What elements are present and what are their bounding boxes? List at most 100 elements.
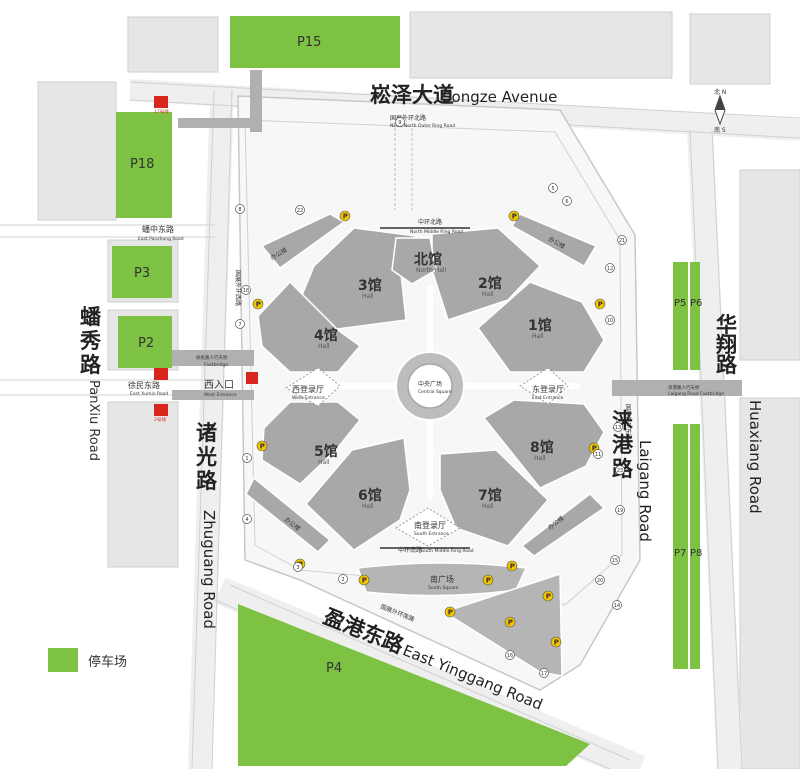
south-square-en: South Square: [428, 585, 459, 591]
svg-text:19: 19: [617, 508, 623, 514]
hall-7-shape: [439, 449, 550, 547]
svg-text:9: 9: [398, 120, 401, 126]
outer-west-cn: 国展外环西路: [234, 270, 242, 306]
laigang-bridge-cn: 涞港路人行天桥: [668, 384, 700, 391]
venue-inner-ring: [244, 119, 623, 606]
parking-marker: P: [550, 636, 562, 648]
zhuguang-road-en: Zhuguang Road: [200, 510, 218, 629]
gate-marker: 10: [605, 315, 615, 325]
inner-north-en: North Middle Ring Road: [410, 229, 463, 235]
parking-marker: P: [542, 590, 554, 602]
zhuguang-road-cn-3: 路: [196, 469, 218, 493]
panxiu-road-label: 蟠 秀 路: [79, 305, 102, 377]
parking-p8-label: P8: [690, 548, 702, 559]
gate-marker: 21: [617, 235, 627, 245]
parking-marker: P: [256, 440, 268, 452]
parking-marker: P: [504, 616, 516, 628]
north-hall-label: 北馆: [414, 251, 442, 268]
parking-p5-label: P5: [674, 298, 686, 309]
hall-8-label: 8馆: [530, 439, 554, 456]
gate-marker: 8: [235, 204, 245, 214]
compass-icon: 北 N 南 S: [714, 88, 726, 134]
parking-p6: [690, 262, 700, 370]
south-lobby-cn: 南登录厅: [414, 520, 446, 530]
svg-text:7: 7: [238, 322, 241, 328]
compass-north: 北 N: [714, 88, 726, 96]
central-plaza-cn: 中央广场: [418, 380, 442, 388]
inner-north-cn: 中环北路: [418, 218, 442, 226]
svg-text:17: 17: [541, 671, 547, 677]
parking-marker: P: [506, 560, 518, 572]
parking-p8: [690, 424, 700, 669]
xumin-road-en: East Xumin Road: [130, 391, 168, 397]
hall-4-label: 4馆: [314, 327, 338, 344]
svg-text:P: P: [343, 213, 348, 221]
outer-north-cn: 国展外环北路: [390, 114, 426, 122]
gate-marker: 23: [615, 465, 625, 475]
gate-marker: 17: [539, 668, 549, 678]
svg-text:4: 4: [245, 517, 248, 523]
svg-text:P: P: [508, 619, 513, 627]
hall-3-label: 3馆: [358, 277, 382, 294]
parking-p15: [230, 16, 400, 68]
gate-marker: 9: [395, 117, 405, 127]
gate-marker: 1: [242, 453, 252, 463]
hall-8-shape: [482, 399, 605, 489]
svg-text:8: 8: [238, 207, 241, 213]
svg-text:港: 港: [612, 433, 634, 457]
svg-text:P: P: [486, 577, 491, 585]
west-lobby-en: West Entrance: [292, 395, 325, 401]
svg-text:2: 2: [341, 577, 344, 583]
parking-p6-label: P6: [690, 298, 702, 309]
svg-text:蟠: 蟠: [80, 305, 102, 329]
gate-marker: 19: [615, 505, 625, 515]
hall-3-en: Hall: [362, 293, 374, 300]
svg-text:P: P: [362, 577, 367, 585]
laigang-bridge-en: Laigang Road Footbridge: [668, 391, 724, 397]
svg-text:P: P: [260, 443, 265, 451]
svg-text:23: 23: [617, 468, 623, 474]
svg-text:11: 11: [595, 452, 601, 458]
xumin-bridge-cn: 徐民路人行天桥: [196, 354, 228, 361]
huaxiang-road-en: Huaxiang Road: [746, 400, 764, 514]
svg-text:P: P: [510, 563, 515, 571]
footbridges: [172, 70, 742, 400]
gate-marker: 6: [562, 196, 572, 206]
inner-south-en: South Middle Ring Road: [420, 548, 474, 554]
hall-5-en: Hall: [318, 459, 330, 466]
west-lobby-shape: [285, 367, 341, 407]
svg-text:16: 16: [507, 653, 513, 659]
svg-text:翔: 翔: [716, 333, 737, 357]
svg-text:华: 华: [716, 313, 737, 337]
hall-7-en: Hall: [482, 503, 494, 510]
parking-p2-label: P2: [138, 336, 154, 351]
legend: 停车场: [48, 648, 127, 672]
zhuguang-road-cn-1: 诸: [196, 421, 217, 445]
west-lobby-cn: 西登录厅: [292, 384, 324, 394]
zhuguang-road-cn-2: 光: [195, 445, 217, 469]
svg-text:3: 3: [296, 565, 299, 571]
svg-text:20: 20: [597, 578, 603, 584]
hall-6-en: Hall: [362, 503, 374, 510]
svg-text:12: 12: [607, 266, 613, 272]
hall-7-label: 7馆: [478, 487, 502, 504]
gate-marker: 11: [593, 449, 603, 459]
hall-4-en: Hall: [318, 343, 330, 350]
svg-text:18: 18: [243, 288, 249, 294]
parking-marker: P: [594, 298, 606, 310]
central-plaza-en: Central Square: [418, 389, 452, 395]
parking-areas: [112, 16, 700, 766]
hall-4-shape: [257, 280, 362, 373]
south-lobby-shape: [395, 507, 461, 547]
inner-south-cn: 中环南路: [398, 546, 422, 554]
svg-text:1: 1: [245, 456, 248, 462]
exhibition-halls: [245, 213, 606, 557]
parking-p4: [238, 604, 590, 766]
north-hall-shape: [391, 237, 437, 285]
svg-text:14: 14: [614, 603, 620, 609]
legend-swatch: [48, 648, 78, 672]
compass-south: 南 S: [714, 126, 726, 134]
